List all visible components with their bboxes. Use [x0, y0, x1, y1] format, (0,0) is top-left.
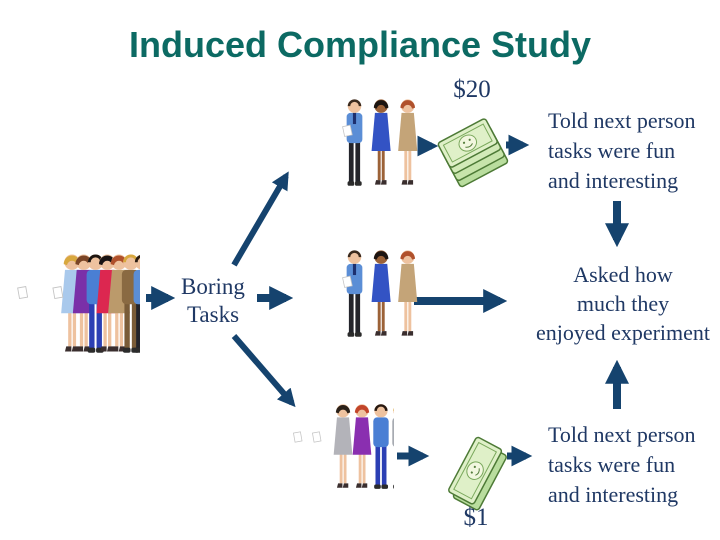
arrow-boring-to-group20	[231, 171, 289, 267]
outcome-bottom-line1: Told next person	[548, 422, 696, 447]
asked-line3: enjoyed experiment	[535, 320, 711, 345]
money-bill-icon	[448, 436, 507, 511]
boring-tasks-line2: Tasks	[186, 302, 240, 327]
slide-title: Induced Compliance Study	[128, 24, 592, 65]
outcome-bottom-line3: and interesting	[548, 482, 679, 507]
asked-enjoyment-text: Asked how much they enjoyed experiment	[533, 260, 713, 347]
arrow-boring-to-group1	[231, 334, 296, 408]
control-group-people-icon	[342, 250, 418, 337]
outcome-top-text: Told next person tasks were fun and inte…	[548, 106, 696, 196]
payment-20-label: $20	[453, 76, 491, 103]
asked-line1: Asked how	[573, 262, 673, 287]
asked-line2: much they	[576, 291, 670, 316]
boring-tasks-line1: Boring	[181, 274, 245, 299]
people-crowd-icon	[17, 254, 140, 353]
outcome-top-line3: and interesting	[548, 168, 679, 193]
outcome-bottom-line2: tasks were fun	[548, 452, 676, 477]
boring-tasks-label: Boring Tasks	[168, 273, 258, 329]
outcome-bottom-text: Told next person tasks were fun and inte…	[548, 420, 696, 510]
money-stack-icon	[437, 118, 509, 188]
group-paid-1-people-icon	[293, 404, 394, 489]
payment-1-label: $1	[463, 504, 489, 531]
outcome-top-line1: Told next person	[548, 108, 696, 133]
outcome-top-line2: tasks were fun	[548, 138, 676, 163]
group-paid-20-people-icon	[342, 99, 418, 186]
